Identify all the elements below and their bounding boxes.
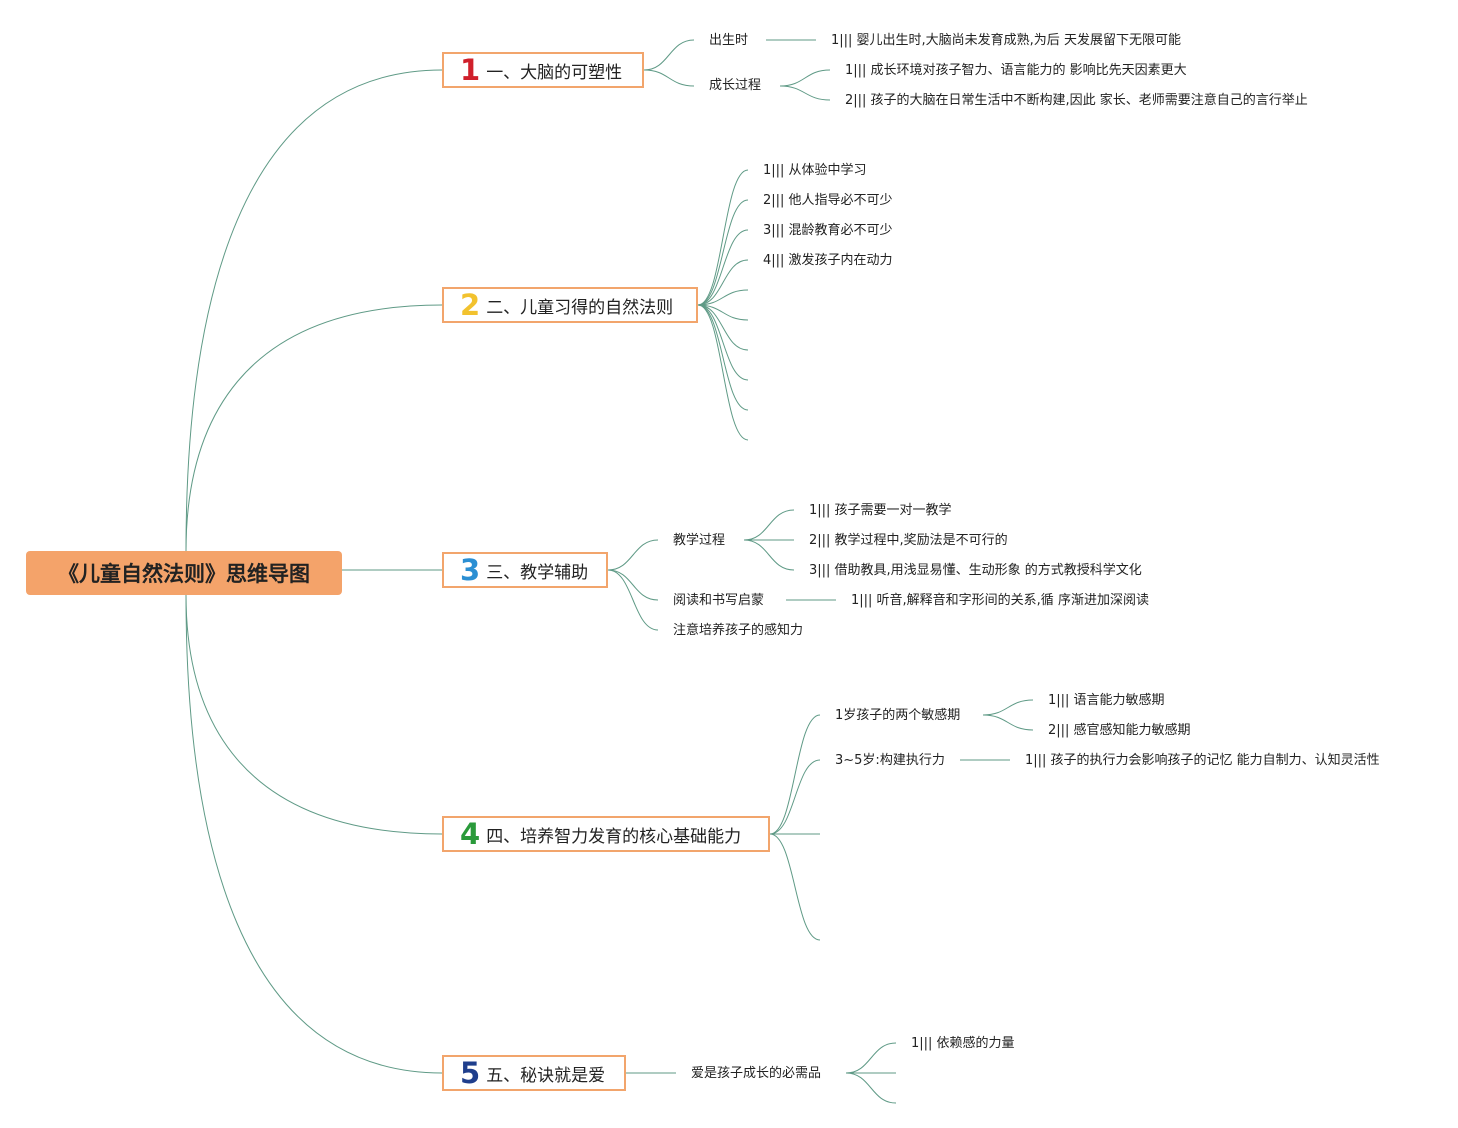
number-2-icon: 2 — [460, 287, 481, 322]
branch-4[interactable]: 4 四、培养智力发育的核心基础能力 — [442, 816, 770, 852]
b1-sub2-item2[interactable]: 2||| 孩子的大脑在日常生活中不断构建,因此 家长、老师需要注意自己的言行举止 — [845, 93, 1308, 108]
b2-item1[interactable]: 1||| 从体验中学习 — [763, 163, 867, 178]
branch-4-label: 四、培养智力发育的核心基础能力 — [486, 826, 742, 847]
connector — [697, 229, 749, 306]
root-to-b2 — [185, 304, 443, 552]
b1-sub1[interactable]: 出生时 — [709, 33, 749, 48]
number-5-icon: 5 — [460, 1055, 481, 1090]
connector — [845, 1072, 897, 1104]
branch-2-label: 二、儿童习得的自然法则 — [486, 297, 674, 318]
b4-sub2-item1[interactable]: 1||| 孩子的执行力会影响孩子的记忆 能力自制力、认知灵活性 — [1025, 753, 1380, 768]
connector — [697, 304, 749, 351]
b3-sub2[interactable]: 阅读和书写启蒙 — [673, 593, 765, 608]
connector — [769, 759, 821, 835]
b2-item4[interactable]: 4||| 激发孩子内在动力 — [763, 253, 893, 268]
b1-sub1-item1[interactable]: 1||| 婴儿出生时,大脑尚未发育成熟,为后 天发展留下无限可能 — [831, 33, 1181, 48]
branch-2[interactable]: 2 二、儿童习得的自然法则 — [442, 287, 698, 323]
connector — [845, 1042, 897, 1074]
root-topic[interactable]: 《儿童自然法则》思维导图 — [26, 551, 342, 595]
branch-5[interactable]: 5 五、秘诀就是爱 — [442, 1055, 626, 1091]
b4-sub1[interactable]: 1岁孩子的两个敏感期 — [835, 708, 961, 723]
b5-sub1-item1[interactable]: 1||| 依赖感的力量 — [911, 1036, 1015, 1051]
connector — [982, 699, 1034, 716]
connector — [982, 714, 1034, 731]
connector — [697, 304, 749, 411]
b3-sub1-item2[interactable]: 2||| 教学过程中,奖励法是不可行的 — [809, 533, 1008, 548]
connector — [779, 85, 831, 101]
connector — [743, 509, 795, 541]
b3-sub1-item1[interactable]: 1||| 孩子需要一对一教学 — [809, 503, 952, 518]
connector — [697, 304, 749, 321]
connector — [743, 539, 795, 571]
branch-3-label: 三、教学辅助 — [486, 562, 589, 583]
number-3-icon: 3 — [460, 552, 481, 587]
connector — [607, 569, 659, 631]
root-to-b4 — [185, 594, 443, 835]
connector — [607, 539, 659, 571]
branch-1-label: 一、大脑的可塑性 — [486, 62, 623, 83]
branch-3[interactable]: 3 三、教学辅助 — [442, 552, 608, 588]
b3-sub1[interactable]: 教学过程 — [673, 533, 726, 548]
root-to-b1 — [185, 69, 443, 552]
b5-sub1[interactable]: 爱是孩子成长的必需品 — [691, 1066, 822, 1081]
connector — [769, 714, 821, 835]
b2-item3[interactable]: 3||| 混龄教育必不可少 — [763, 223, 893, 238]
b1-sub2[interactable]: 成长过程 — [709, 78, 762, 93]
b3-sub2-item1[interactable]: 1||| 听音,解释音和字形间的关系,循 序渐进加深阅读 — [851, 593, 1149, 608]
root-to-b5 — [185, 594, 443, 1074]
connector — [607, 569, 659, 601]
connector — [769, 833, 821, 941]
b4-sub2[interactable]: 3~5岁:构建执行力 — [835, 753, 945, 768]
branch-5-label: 五、秘诀就是爱 — [486, 1065, 606, 1086]
connector — [697, 169, 749, 306]
connector — [697, 304, 749, 381]
b1-sub2-item1[interactable]: 1||| 成长环境对孩子智力、语言能力的 影响比先天因素更大 — [845, 63, 1187, 78]
branch-1[interactable]: 1 一、大脑的可塑性 — [442, 52, 644, 88]
b3-sub1-item3[interactable]: 3||| 借助教具,用浅显易懂、生动形象 的方式教授科学文化 — [809, 563, 1142, 578]
connector — [643, 69, 695, 87]
connector — [697, 304, 749, 441]
b4-sub1-item1[interactable]: 1||| 语言能力敏感期 — [1048, 693, 1165, 708]
b4-sub1-item2[interactable]: 2||| 感官感知能力敏感期 — [1048, 723, 1191, 738]
connector — [697, 289, 749, 306]
connector — [697, 199, 749, 306]
b3-sub3[interactable]: 注意培养孩子的感知力 — [673, 623, 804, 638]
connector — [779, 69, 831, 87]
number-1-icon: 1 — [460, 52, 481, 87]
connector — [643, 39, 695, 71]
connector — [697, 259, 749, 306]
b2-item2[interactable]: 2||| 他人指导必不可少 — [763, 193, 893, 208]
number-4-icon: 4 — [460, 816, 481, 851]
